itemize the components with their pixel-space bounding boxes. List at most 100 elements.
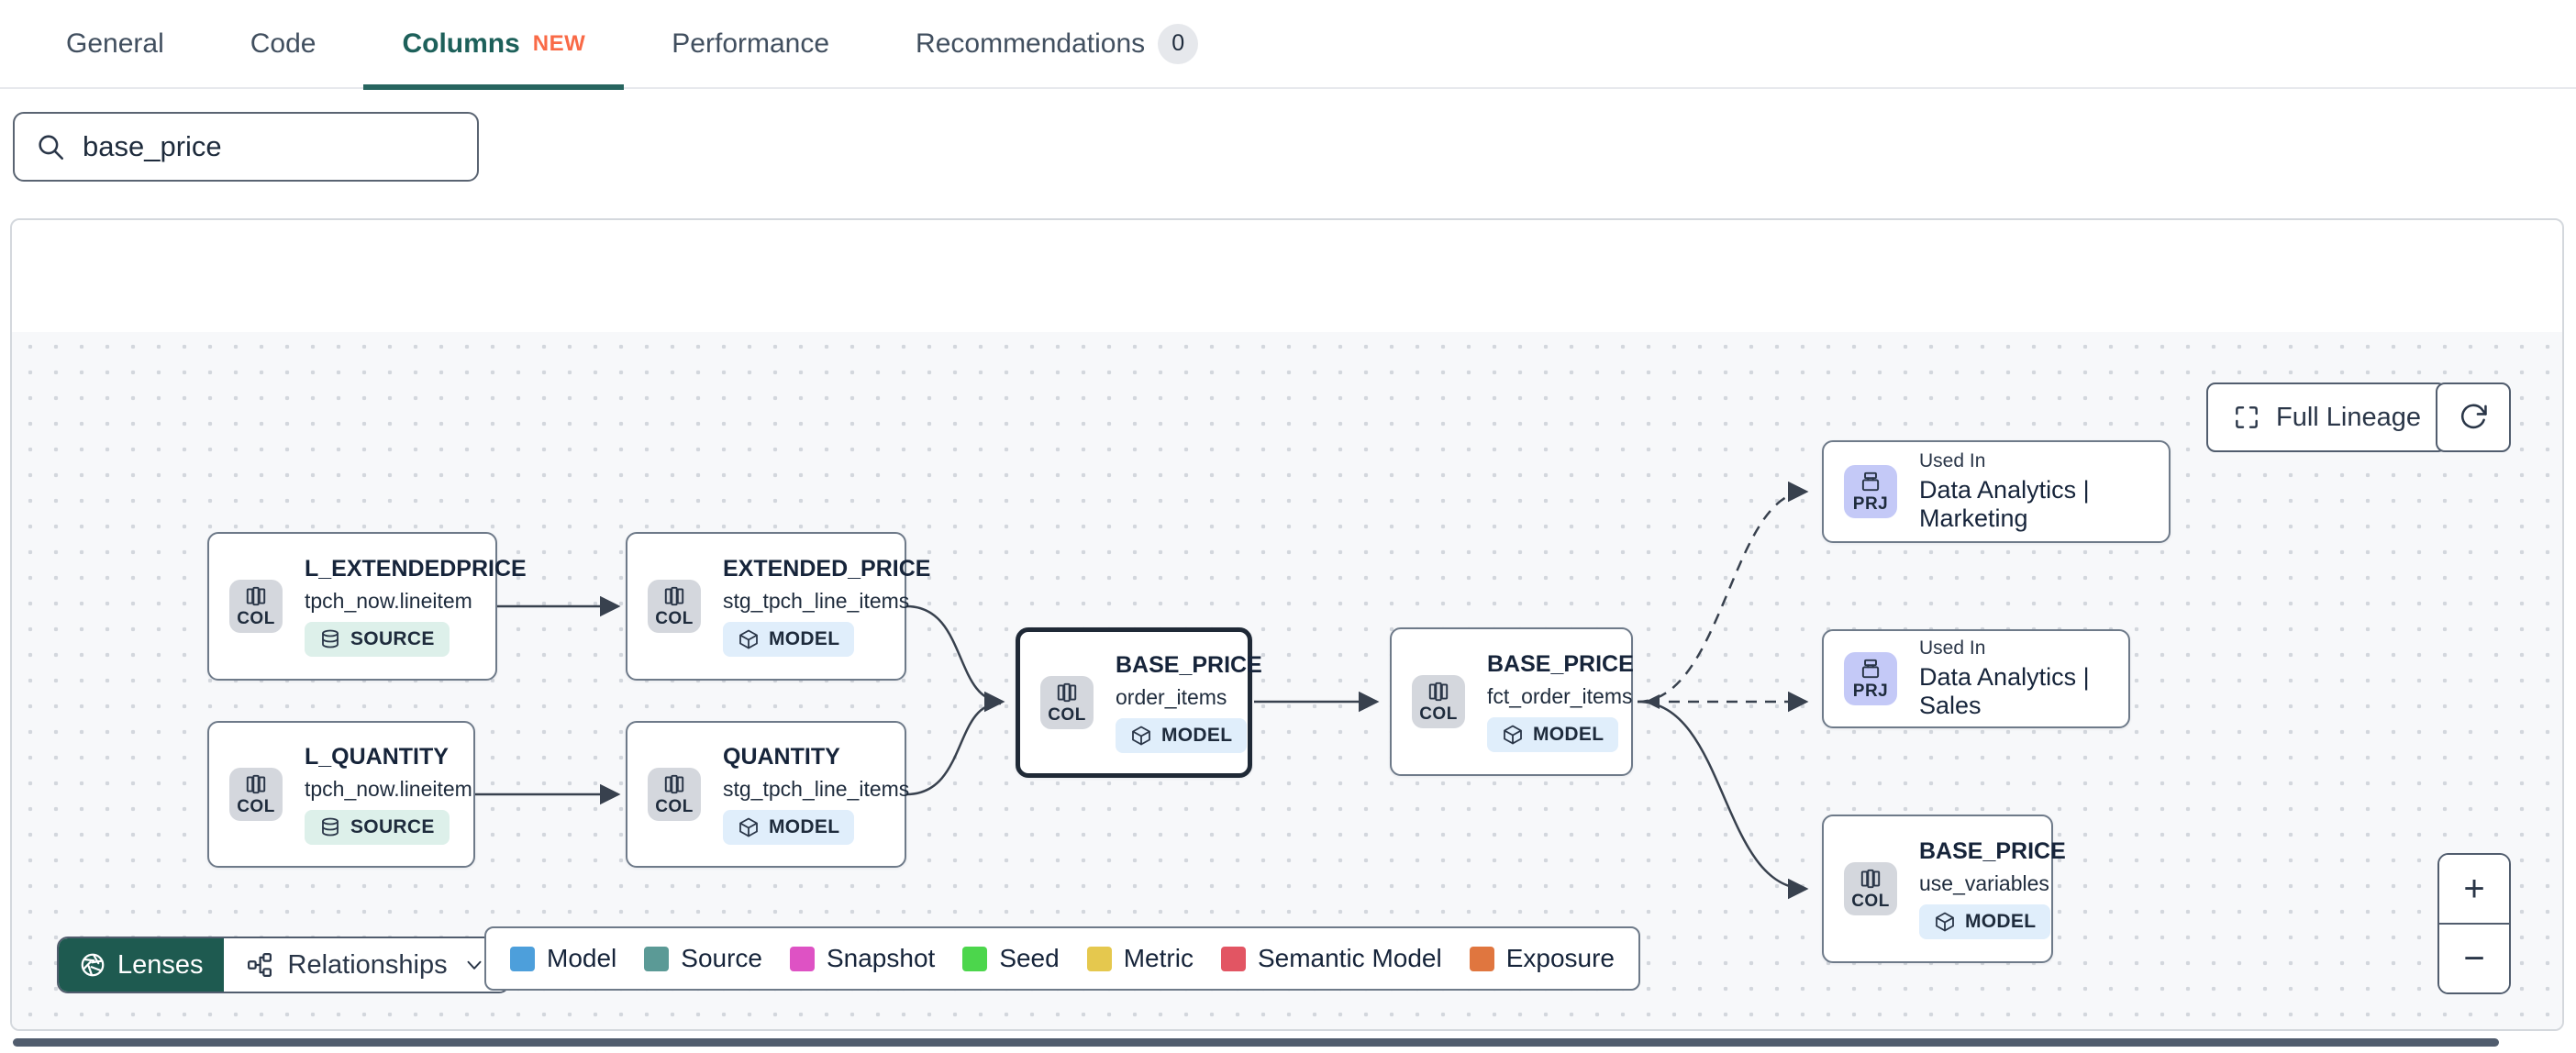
- node-title: EXTENDED_PRICE: [723, 556, 931, 582]
- database-icon: [319, 816, 341, 838]
- column-search: [13, 112, 479, 182]
- lenses-toolbar: Lenses Relationships: [57, 937, 510, 993]
- columns-icon: [662, 584, 686, 608]
- relationships-dropdown[interactable]: Relationships: [223, 938, 508, 992]
- node-title: BASE_PRICE: [1919, 838, 2066, 864]
- node-title: BASE_PRICE: [1487, 651, 1634, 677]
- chevron-down-icon: [462, 953, 486, 977]
- legend-item-model: Model: [510, 944, 616, 973]
- node-title: L_EXTENDEDPRICE: [305, 556, 527, 582]
- source-resource-badge: SOURCE: [305, 810, 450, 845]
- columns-icon: [1859, 867, 1882, 891]
- project-icon: [1859, 470, 1882, 493]
- database-icon: [319, 628, 341, 650]
- project-icon: [1859, 657, 1882, 681]
- lineage-node-used-in-sales[interactable]: PRJ Used In Data Analytics | Sales: [1822, 629, 2130, 728]
- cube-icon: [1502, 724, 1524, 746]
- relationships-icon: [246, 951, 273, 979]
- node-title: L_QUANTITY: [305, 744, 449, 770]
- column-kind-badge: COL: [229, 768, 283, 821]
- node-subtitle: stg_tpch_line_items: [723, 589, 910, 613]
- model-color-swatch: [510, 946, 535, 971]
- model-resource-badge: MODEL: [1919, 904, 2051, 939]
- project-kind-badge: PRJ: [1844, 652, 1897, 705]
- tab-recommendations[interactable]: Recommendations 0: [916, 0, 1199, 88]
- zoom-controls: + −: [2437, 853, 2511, 994]
- tab-code[interactable]: Code: [250, 28, 316, 59]
- lenses-button[interactable]: Lenses: [59, 938, 224, 992]
- node-subtitle: fct_order_items: [1487, 684, 1633, 708]
- cube-icon: [1130, 725, 1152, 747]
- zoom-out-button[interactable]: −: [2439, 925, 2509, 992]
- zoom-in-button[interactable]: +: [2439, 855, 2509, 925]
- tab-general[interactable]: General: [66, 28, 164, 59]
- node-subtitle: tpch_now.lineitem: [305, 777, 472, 801]
- snapshot-color-swatch: [789, 946, 815, 971]
- refresh-icon: [2458, 402, 2489, 433]
- exposure-color-swatch: [1469, 946, 1494, 971]
- legend-item-metric: Metric: [1086, 944, 1194, 973]
- model-resource-badge: MODEL: [1487, 717, 1619, 752]
- node-title: BASE_PRICE: [1116, 652, 1262, 678]
- lineage-node-base-price-fct-order-items[interactable]: COL BASE_PRICE fct_order_items MODEL: [1390, 627, 1634, 776]
- legend-item-exposure: Exposure: [1469, 944, 1615, 973]
- aperture-icon: [79, 951, 106, 979]
- lineage-edges: [475, 481, 1809, 900]
- refresh-button[interactable]: [2436, 382, 2511, 452]
- expand-icon: [2232, 403, 2261, 432]
- cube-icon: [738, 628, 760, 650]
- search-input[interactable]: [66, 114, 477, 180]
- legend-item-semantic-model: Semantic Model: [1220, 944, 1442, 973]
- lineage-node-base-price-order-items[interactable]: COL BASE_PRICE order_items MODEL: [1016, 627, 1262, 778]
- tab-bar: General Code Columns NEW Performance Rec…: [0, 0, 2576, 90]
- tab-columns[interactable]: Columns NEW: [363, 0, 625, 90]
- model-resource-badge: MODEL: [723, 622, 855, 657]
- node-subtitle: order_items: [1116, 685, 1227, 709]
- lineage-node-l-extendedprice[interactable]: COL L_EXTENDEDPRICE tpch_now.lineitem SO…: [207, 532, 527, 681]
- lineage-canvas[interactable]: COL L_EXTENDEDPRICE tpch_now.lineitem SO…: [12, 332, 2562, 1029]
- column-kind-badge: COL: [648, 768, 701, 821]
- lineage-node-used-in-marketing[interactable]: PRJ Used In Data Analytics | Marketing: [1822, 440, 2171, 543]
- legend-item-snapshot: Snapshot: [789, 944, 935, 973]
- project-kind-badge: PRJ: [1844, 465, 1897, 518]
- legend-item-source: Source: [644, 944, 762, 973]
- source-resource-badge: SOURCE: [305, 622, 450, 657]
- new-badge: NEW: [532, 30, 586, 56]
- lineage-node-extended-price[interactable]: COL EXTENDED_PRICE stg_tpch_line_items M…: [626, 532, 930, 681]
- seed-color-swatch: [962, 946, 988, 971]
- column-kind-badge: COL: [229, 580, 283, 633]
- column-panel: BASE_PRICE NUMBER since extended_price i…: [10, 218, 2564, 1031]
- column-kind-badge: COL: [1412, 675, 1465, 728]
- lineage-node-quantity[interactable]: COL QUANTITY stg_tpch_line_items MODEL: [626, 721, 910, 868]
- column-kind-badge: COL: [1844, 862, 1897, 915]
- node-subtitle: stg_tpch_line_items: [723, 777, 910, 801]
- used-in-label: Used In: [1919, 637, 1986, 659]
- node-title: QUANTITY: [723, 744, 840, 770]
- project-name: Data Analytics | Marketing: [1919, 476, 2090, 532]
- recommendations-count-badge: 0: [1158, 23, 1199, 64]
- columns-icon: [1055, 681, 1079, 704]
- node-subtitle: use_variables: [1919, 871, 2049, 895]
- metric-color-swatch: [1086, 946, 1112, 971]
- search-icon: [35, 131, 66, 162]
- lineage-node-l-quantity[interactable]: COL L_QUANTITY tpch_now.lineitem SOURCE: [207, 721, 475, 868]
- resource-legend: Model Source Snapshot Seed Metric: [484, 926, 1641, 991]
- columns-icon: [662, 772, 686, 796]
- cube-icon: [1934, 911, 1956, 933]
- column-kind-badge: COL: [1040, 676, 1094, 729]
- horizontal-scrollbar[interactable]: [13, 1038, 2499, 1047]
- cube-icon: [738, 816, 760, 838]
- tab-performance[interactable]: Performance: [672, 28, 830, 59]
- full-lineage-button[interactable]: Full Lineage: [2206, 382, 2447, 452]
- lineage-node-base-price-use-variables[interactable]: COL BASE_PRICE use_variables MODEL: [1822, 815, 2066, 963]
- node-subtitle: tpch_now.lineitem: [305, 589, 472, 613]
- model-resource-badge: MODEL: [723, 810, 855, 845]
- columns-icon: [244, 772, 268, 796]
- column-kind-badge: COL: [648, 580, 701, 633]
- legend-item-seed: Seed: [962, 944, 1060, 973]
- model-resource-badge: MODEL: [1116, 718, 1248, 753]
- semantic-model-color-swatch: [1220, 946, 1246, 971]
- columns-icon: [1427, 680, 1450, 704]
- project-name: Data Analytics | Sales: [1919, 663, 2090, 719]
